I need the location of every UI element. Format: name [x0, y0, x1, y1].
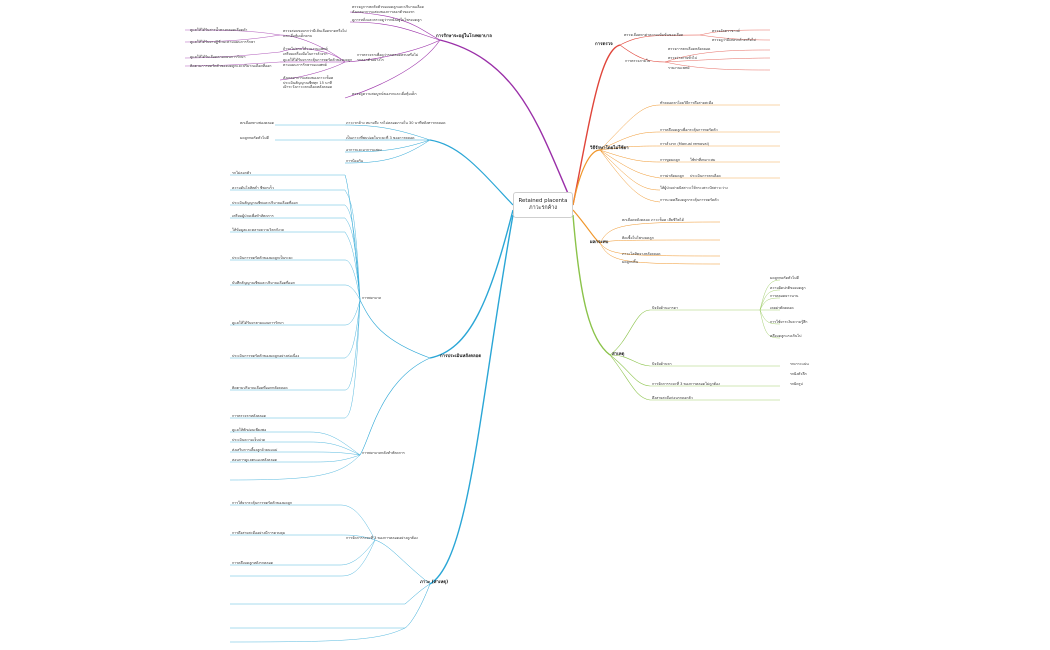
node-p3[interactable]: การตรวจรกเพื่อดูว่ารกคลอดครบหรือไม่ รกลอ…	[357, 53, 419, 62]
node-p6[interactable]: ถ้ารกไม่ครบให้รายงานแพทย์ เตรียมเครื่องม…	[283, 47, 328, 56]
node-bl11[interactable]: ให้ข้อมูลและคลายความวิตกกังวล	[232, 228, 284, 232]
node-p5[interactable]: ตรวจสอบขอบรกว่ามีเส้นเลือดขาดหรือไม่ และ…	[283, 29, 347, 38]
node-bl15[interactable]: การพยาบาลหลังทำหัตถการ	[362, 451, 405, 455]
node-o3[interactable]: การล้วงรก (Manual removal)	[660, 142, 709, 146]
node-r4[interactable]: ตรวจการตกเลือดหลังคลอด	[668, 47, 711, 51]
central-topic[interactable]: Retained placenta ภาวะรกค้าง	[513, 192, 573, 218]
node-bl27[interactable]: ติดตามปริมาณเลือดที่ออกหลังคลอด	[232, 386, 288, 390]
branch-causes[interactable]: สาเหตุ	[612, 352, 625, 357]
node-g12[interactable]: ดึงสายสะดือก่อนรกลอกตัว	[652, 396, 693, 400]
node-bl26[interactable]: ประเมินการหดรัดตัวของมดลูกอย่างต่อเนื่อง	[232, 354, 300, 358]
node-bl19[interactable]: สอนการดูแลตนเองหลังคลอด	[232, 458, 278, 462]
node-o1[interactable]: ทำคลอดรกโดยวิธีการดึงสายสะดือ	[660, 101, 714, 105]
node-g13[interactable]: คลึงมดลูกแรงเกินไป	[770, 334, 802, 338]
node-r2[interactable]: ตรวจอัลตราซาวด์	[712, 29, 740, 33]
node-bl20[interactable]: การป้องกัน	[346, 159, 363, 163]
node-bl13[interactable]: บันทึกสัญญาณชีพและปริมาณเลือดที่ออก	[232, 281, 295, 285]
node-bl5[interactable]: มดลูกหดรัดตัวไม่ดี	[240, 136, 269, 140]
node-p8[interactable]: ดูแลให้ได้รับสารน้ำทางหลอดเลือดดำ	[190, 28, 248, 32]
branch-condition[interactable]: ภาวะ (สาเหตุ)	[420, 580, 449, 585]
node-o4[interactable]: การขูดมดลูก	[660, 158, 680, 162]
branch-examination[interactable]: การตรวจ	[595, 42, 613, 47]
node-g6[interactable]: การใช้ยาระงับความรู้สึก	[770, 320, 808, 324]
node-bl22[interactable]: การให้ยากระตุ้นการหดรัดตัวของมดลูก	[232, 501, 293, 505]
node-o7[interactable]: การนวดคลึงมดลูกกระตุ้นการหดรัดตัว	[660, 198, 719, 202]
node-o5[interactable]: การผ่าตัดมดลูก	[660, 174, 684, 178]
node-bl25[interactable]: การตรวจรกหลังคลอด	[232, 414, 267, 418]
node-y1[interactable]: ตกเลือดหลังคลอด ภาวะช็อค เสียชีวิตได้	[622, 218, 684, 222]
node-p7[interactable]: ดูแลให้ได้รับยากระตุ้นการหดรัดตัวของมดลู…	[283, 58, 353, 67]
node-bl21[interactable]: การจัดการระยะที่ 3 ของการคลอดอย่างถูกต้อ…	[346, 536, 418, 540]
node-o10[interactable]: รายงานแพทย์	[668, 66, 690, 70]
node-g3[interactable]: ความผิดปกติของมดลูก	[770, 286, 806, 290]
node-o6[interactable]: ให้ผู้ป่วยถ่ายปัสสาวะให้กระเพาะปัสสาวะว่…	[660, 186, 728, 190]
node-g2[interactable]: มดลูกหดรัดตัวไม่ดี	[770, 276, 799, 280]
node-bl3[interactable]: อาการและอาการแสดง	[346, 148, 382, 152]
central-topic-subtitle: ภาวะรกค้าง	[529, 205, 557, 211]
node-bl17[interactable]: ประเมินความเจ็บปวด	[232, 438, 266, 442]
node-bl6[interactable]: รกไม่ลอกตัว	[232, 171, 252, 175]
branch-non-drug-treatment[interactable]: วิธีรักษาโดยไม่ใช้ยา	[590, 146, 629, 151]
node-bl10[interactable]: เตรียมผู้ป่วยเพื่อทำหัตถการ	[232, 214, 274, 218]
central-topic-title: Retained placenta	[518, 198, 568, 204]
node-bl23[interactable]: การดึงสายสะดืออย่างมีการควบคุม	[232, 531, 286, 535]
node-bl8[interactable]: การพยาบาล	[362, 296, 382, 300]
node-bl16[interactable]: ดูแลให้พักผ่อนเพียงพอ	[232, 428, 267, 432]
node-r6[interactable]: ตรวจร่างกายทั่วไป	[668, 56, 697, 60]
node-g11[interactable]: การจัดการระยะที่ 3 ของการคลอดไม่ถูกต้อง	[652, 382, 720, 386]
node-bl18[interactable]: ส่งเสริมการเลี้ยงลูกด้วยนมแม่	[232, 448, 278, 452]
node-bl1[interactable]: ภาวะรกค้าง หมายถึง รกไม่คลอดภายใน 30 นาท…	[346, 121, 446, 125]
node-y4[interactable]: มดลูกปลิ้น	[622, 260, 639, 264]
node-p4[interactable]: ตรวจดูความสมบูรณ์ของรกและเยื่อหุ้มเด็ก	[352, 92, 417, 96]
node-p10[interactable]: ดูแลให้ได้รับเลือดตามแผนการรักษา	[190, 55, 246, 59]
branch-postpartum-assessment[interactable]: การประเมินหลังคลอด	[440, 354, 482, 359]
node-g8[interactable]: รกเกาะแน่น	[790, 362, 809, 366]
node-r3[interactable]: ตรวจดูว่ามีเศษรกค้างหรือไม่	[712, 38, 756, 42]
node-bl24[interactable]: การคลึงมดลูกหลังรกคลอด	[232, 561, 274, 565]
node-r5[interactable]: การตรวจภายใน	[625, 59, 651, 63]
node-g10[interactable]: รกผิดรูป	[790, 382, 803, 386]
branch-hospital-treatment[interactable]: การรักษาจะอยู่ในโรงพยาบาล	[436, 34, 492, 39]
node-p2[interactable]: ดูการหลั่งและตรวจดูว่ารกยังอยู่ในโพรงมดล…	[352, 18, 422, 22]
node-bl2[interactable]: เป็นภาวะที่พบบ่อยในระยะที่ 3 ของการคลอด	[346, 136, 415, 140]
node-p11[interactable]: สังเกตอาการแสดงของภาวะช็อค ประเมินสัญญาณ…	[283, 76, 334, 90]
node-y2[interactable]: ติดเชื้อในโพรงมดลูก	[622, 236, 654, 240]
node-g7[interactable]: ปัจจัยด้านรก	[652, 362, 672, 366]
branch-effects[interactable]: ผลกระทบ	[590, 240, 609, 245]
node-o8[interactable]: ใช้ท่าที่เหมาะสม	[690, 158, 716, 162]
node-g5[interactable]: เคยผ่าตัดคลอด	[770, 306, 794, 310]
node-bl12[interactable]: ประเมินการหดรัดตัวของมดลูกเป็นระยะ	[232, 256, 293, 260]
node-p9[interactable]: ดูแลให้ได้รับยาปฏิชีวนะตามแผนการรักษา	[190, 40, 256, 44]
node-r1[interactable]: ตรวจเลือดหาค่าความเข้มข้นของเลือด	[624, 33, 684, 37]
node-bl14[interactable]: ดูแลให้ได้รับยาตามแผนการรักษา	[232, 321, 284, 325]
node-p12[interactable]: ติดตามการหดรัดตัวของมดลูกและปริมาณเลือดท…	[190, 64, 272, 68]
node-bl4[interactable]: ตกเลือดทางช่องคลอด	[240, 121, 275, 125]
node-bl7[interactable]: ความดันโลหิตต่ำ ชีพจรเร็ว	[232, 186, 274, 190]
node-o9[interactable]: ประเมินการตกเลือด	[690, 174, 721, 178]
node-y3[interactable]: ภาวะโลหิตจางหลังคลอด	[622, 252, 661, 256]
node-g4[interactable]: การคลอดยาวนาน	[770, 294, 799, 298]
node-g1[interactable]: ปัจจัยด้านมารดา	[652, 306, 679, 310]
node-g9[interactable]: รกฝังตัวลึก	[790, 372, 807, 376]
node-p1[interactable]: ตรวจดูการหดรัดตัวของมดลูกและปริมาณเลือด …	[352, 5, 424, 14]
node-o2[interactable]: การคลึงมดลูกเพื่อกระตุ้นการหดรัดตัว	[660, 128, 718, 132]
node-bl9[interactable]: ประเมินสัญญาณชีพและปริมาณเลือดที่ออก	[232, 201, 298, 205]
